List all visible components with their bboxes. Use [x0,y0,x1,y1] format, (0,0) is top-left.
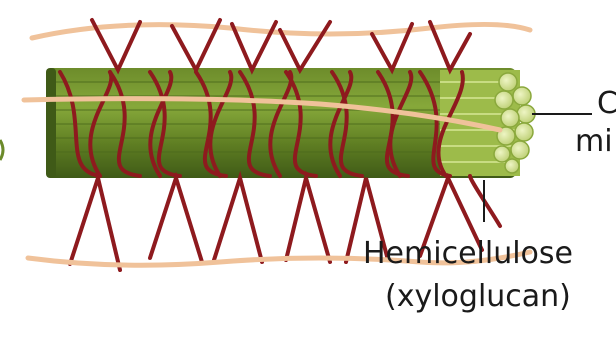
cellulose-label-line2: mi [575,124,613,160]
partial-fiber-edge [0,140,3,160]
hemicellulose-label: Hemicellulose [363,236,573,272]
xyloglucan-label: (xyloglucan) [385,279,571,315]
microfibril-left-end [46,68,56,178]
cellulose-label-line1: C [597,86,616,122]
